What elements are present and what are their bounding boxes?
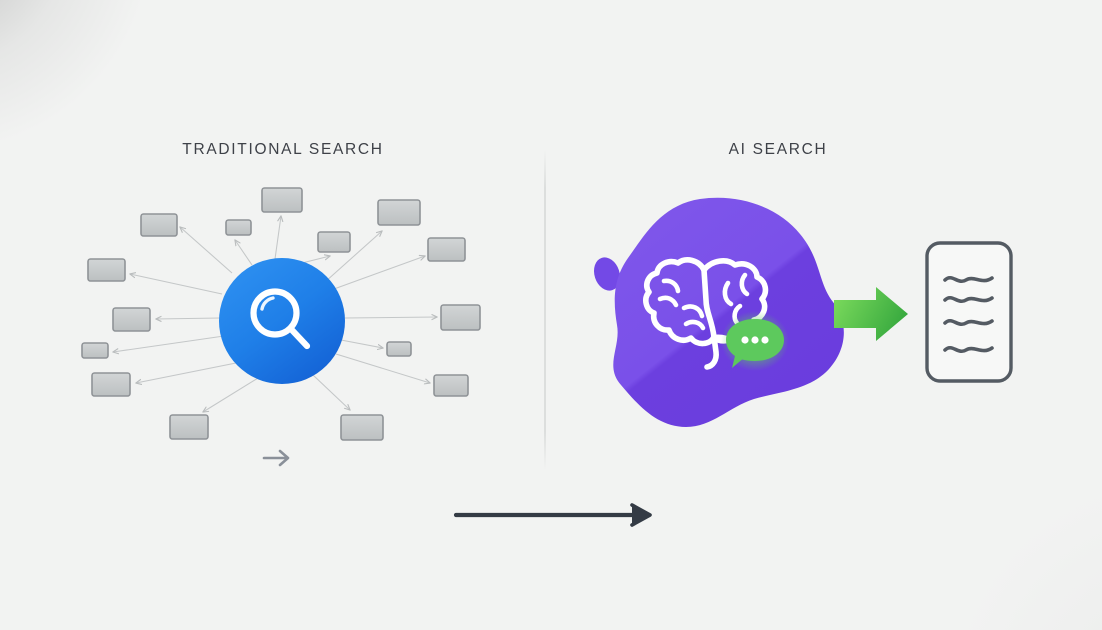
corner-vignette-bottom-right [942, 470, 1102, 630]
result-box [112, 307, 151, 332]
search-hub[interactable] [219, 258, 345, 384]
result-box [81, 342, 109, 359]
result-box [377, 199, 421, 226]
answer-document-card[interactable] [925, 241, 1013, 383]
result-box [140, 213, 178, 237]
ai-search-label: AI SEARCH [728, 141, 828, 158]
result-box [91, 372, 131, 397]
result-box [225, 219, 252, 236]
small-grey-arrow [262, 449, 290, 467]
corner-vignette-top-left [0, 0, 140, 140]
result-box [261, 187, 303, 213]
connector-rays [113, 216, 437, 412]
answer-text-lines [943, 275, 994, 353]
ai-brain-blob [613, 197, 844, 427]
traditional-search-label: TRADITIONAL SEARCH [182, 141, 384, 158]
result-box [169, 414, 209, 440]
result-box [87, 258, 126, 282]
result-box [427, 237, 466, 262]
result-box [433, 374, 469, 397]
chat-bubble-icon [721, 311, 789, 371]
result-box [386, 341, 412, 357]
result-box [317, 231, 351, 253]
result-box [440, 304, 481, 331]
green-result-arrow [834, 287, 908, 341]
panel-divider [544, 150, 546, 470]
brain-icon [643, 257, 769, 370]
satellite-blobs [594, 207, 747, 418]
result-boxes-group [81, 187, 481, 441]
result-box [340, 414, 384, 441]
magnifier-icon [250, 288, 311, 350]
